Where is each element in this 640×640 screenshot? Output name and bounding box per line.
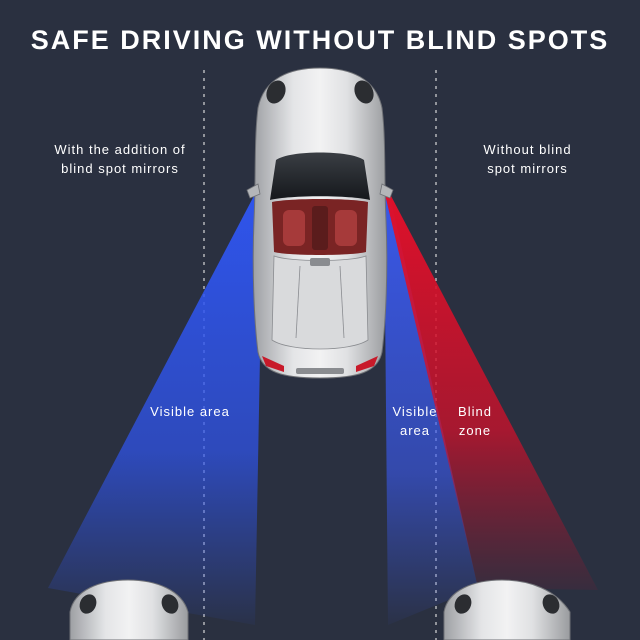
rear-deck-line-2 [339,265,345,339]
with-mirrors-caption-line-2: blind spot mirrors [61,161,179,176]
without-mirrors-caption: Without blind spot mirrors [450,140,605,178]
visible-area-beam-left [48,192,263,625]
without-mirrors-caption-line-1: Without blind [483,142,572,157]
rear-deck-line-1 [295,265,301,339]
without-mirrors-caption-line-2: spot mirrors [487,161,568,176]
car-bottom-left-headlight-2 [161,594,179,614]
seat-left [283,210,305,246]
car-bottom-right [443,579,571,640]
rear-bumper [296,368,344,374]
blind-zone-label-line-1: Blind [458,404,492,419]
side-mirror-left [246,183,261,199]
page-title: SAFE DRIVING WITHOUT BLIND SPOTS [30,25,610,55]
visible-area-label-right: Visible area [380,402,450,440]
rear-deck [271,255,369,350]
car-bottom-left-headlight-1 [79,594,97,614]
rear-vent [310,258,330,266]
visible-area-label-left: Visible area [150,404,230,419]
visible-area-beam-right [384,192,478,625]
car-top-view [246,67,394,379]
with-mirrors-caption: With the addition of blind spot mirrors [30,140,210,178]
visible-area-label-right-line-2: area [399,423,431,438]
blind-zone-beam [384,190,598,590]
car-bottom-left [69,579,189,640]
windshield [270,152,370,200]
car-bottom-right-headlight-1 [454,594,472,614]
headlight-left [266,80,286,104]
blind-zone-label: Blind zone [440,402,510,440]
visible-area-label-right-line-1: Visible [392,404,438,419]
tail-light-left [262,356,284,372]
center-console [312,206,328,250]
tail-light-right [356,356,378,372]
side-mirror-right [379,183,394,199]
with-mirrors-caption-line-1: With the addition of [54,142,186,157]
headlight-right [354,80,374,104]
blind-zone-label-line-2: zone [458,423,492,438]
car-bottom-right-headlight-2 [542,594,560,614]
seat-right [335,210,357,246]
